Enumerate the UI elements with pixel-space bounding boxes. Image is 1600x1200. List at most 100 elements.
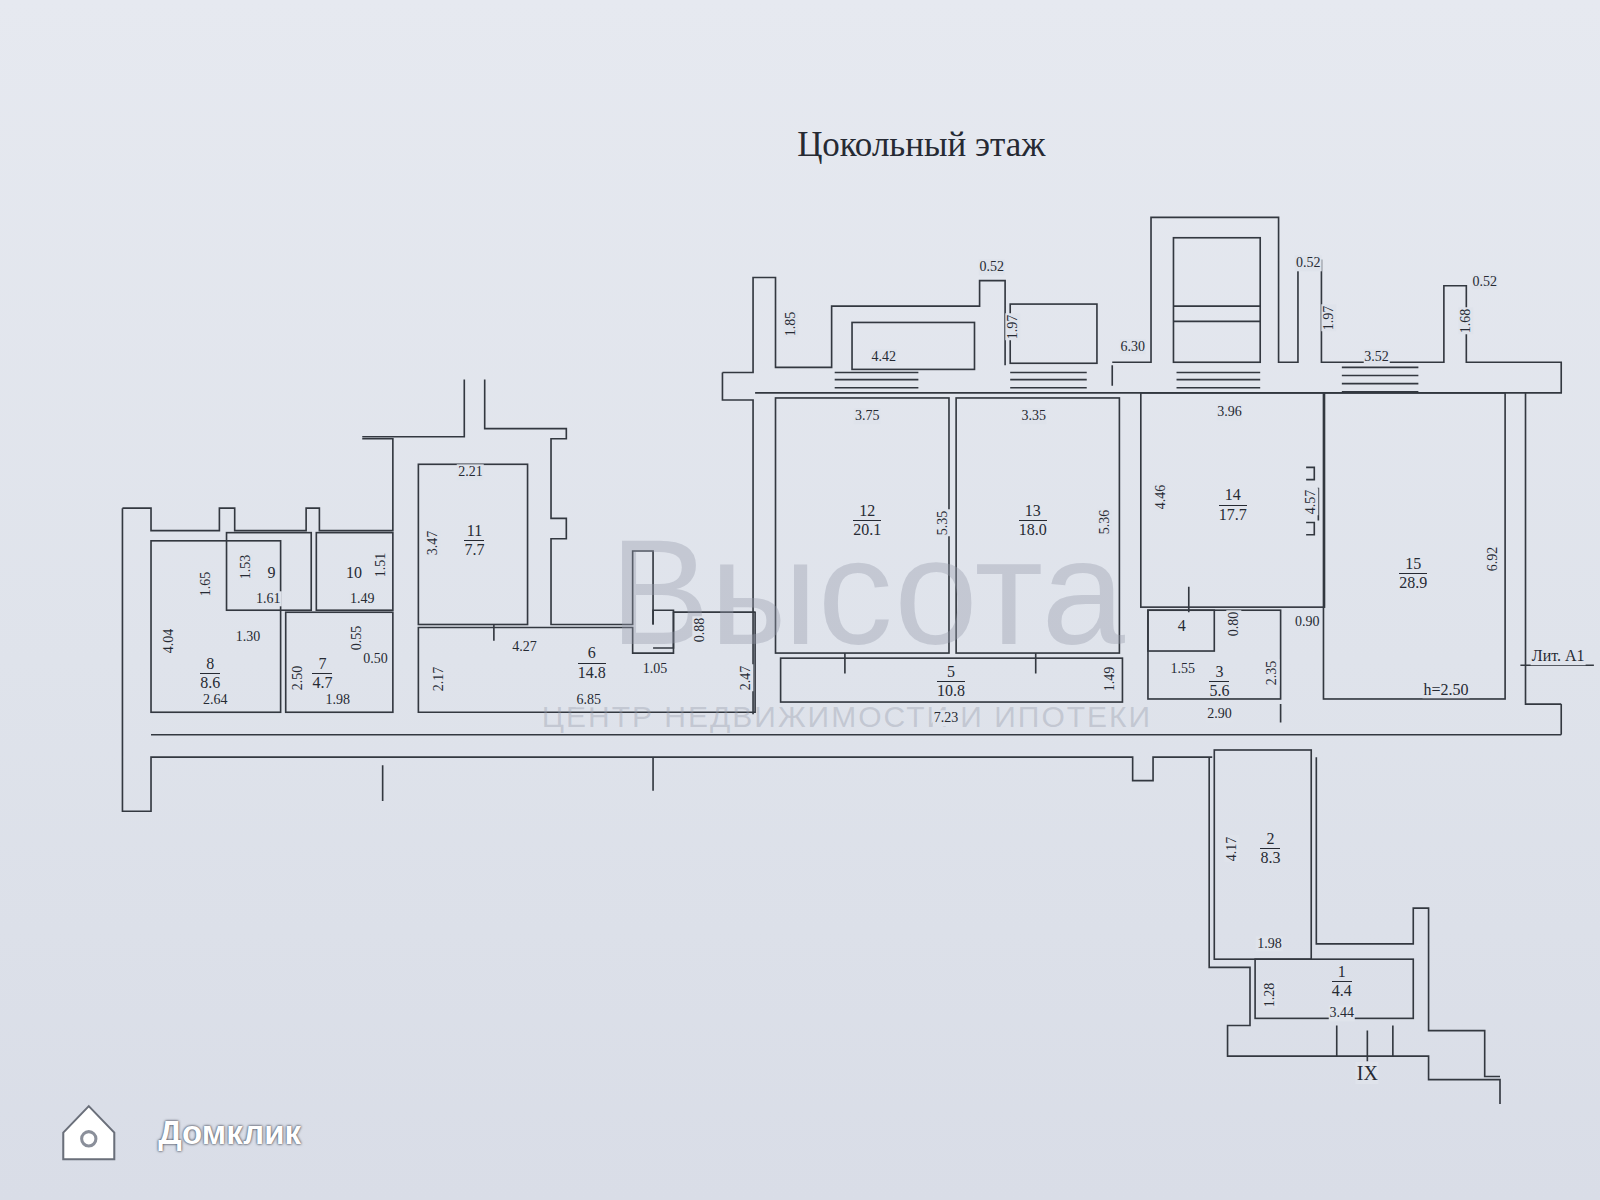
dimension: 3.35 — [1020, 409, 1047, 424]
room-label: 510.8 — [934, 662, 968, 702]
stair — [852, 322, 974, 369]
room-label: 1528.9 — [1396, 554, 1430, 594]
room-label: 1220.1 — [850, 501, 884, 541]
room-number: 8 — [200, 655, 220, 674]
dimension: 1.53 — [238, 554, 253, 581]
dimension: 1.28 — [1263, 982, 1278, 1009]
dimension: 0.55 — [349, 625, 364, 652]
room-area: 4.7 — [312, 674, 332, 692]
room-outline — [1141, 393, 1325, 607]
dimension: 1.97 — [1321, 305, 1336, 332]
room-number: 11 — [464, 522, 484, 541]
dimension: 2.50 — [290, 664, 305, 691]
dimension: 4.27 — [511, 639, 538, 654]
room-area: 20.1 — [853, 521, 881, 539]
dimension: 2.90 — [1206, 707, 1233, 722]
outer-wall — [362, 380, 653, 625]
plan-title: Цокольный этаж — [797, 125, 1045, 165]
dimension: 4.17 — [1224, 836, 1239, 863]
dimension: 5.36 — [1097, 509, 1112, 536]
room-number: 2 — [1260, 830, 1280, 849]
room-outline — [286, 612, 393, 712]
logo-icon — [63, 1106, 114, 1159]
room-outline — [1214, 750, 1311, 959]
room-area: 14.8 — [578, 664, 606, 682]
outer-wall — [122, 439, 1212, 811]
dimension: 0.88 — [692, 616, 707, 643]
room-label: 14.4 — [1329, 962, 1355, 1002]
room-number: 7 — [312, 655, 332, 674]
room-label: 35.6 — [1206, 662, 1232, 702]
room-number: 4 — [1178, 617, 1186, 635]
dimension: 1.97 — [1006, 313, 1021, 340]
dimension: 1.68 — [1459, 308, 1474, 335]
dimension: 1.98 — [1256, 936, 1283, 951]
dimension: 7.23 — [933, 711, 960, 726]
dimension: 0.50 — [362, 651, 389, 666]
dimension: 0.52 — [979, 260, 1006, 275]
dimension: 2.64 — [202, 692, 229, 707]
room-number: 9 — [267, 564, 275, 582]
room-area: 10.8 — [937, 682, 965, 700]
room-number: 10 — [346, 564, 362, 582]
dimension: 6.85 — [576, 692, 603, 707]
dimension: 0.52 — [1295, 256, 1322, 271]
room-label: 1318.0 — [1016, 501, 1050, 541]
dimension: 1.65 — [198, 570, 213, 597]
stair-steps — [1173, 306, 1260, 321]
room-outline — [151, 541, 281, 712]
stair — [1010, 304, 1097, 363]
room-label: 614.8 — [575, 643, 609, 683]
axis-mark: IX — [1356, 1062, 1379, 1084]
stair-steps — [835, 367, 1419, 391]
house-icon — [82, 1132, 96, 1146]
dimension: 3.96 — [1216, 405, 1243, 420]
room-label: 4 — [1175, 616, 1189, 636]
house-icon — [63, 1106, 114, 1159]
watermark: ЦЕНТР НЕДВИЖИМОСТИ И ИПОТЕКИ — [542, 700, 1152, 734]
dimension: 4.46 — [1154, 484, 1169, 511]
dimension: 1.98 — [325, 692, 352, 707]
room-outline — [418, 464, 527, 624]
dimension: 2.21 — [457, 465, 484, 480]
room-outline — [1148, 610, 1214, 651]
room-label: 28.3 — [1257, 829, 1283, 869]
room-area: 4.4 — [1332, 982, 1352, 1000]
room-label: 88.6 — [197, 654, 223, 694]
dimension: 4.57 — [1304, 489, 1319, 516]
room-label: 9 — [264, 563, 278, 583]
room-label: 117.7 — [461, 521, 487, 561]
room-number: 5 — [937, 663, 965, 682]
room-area: 28.9 — [1399, 574, 1427, 592]
dimension: 1.85 — [783, 311, 798, 338]
outer-wall — [1560, 704, 1562, 735]
dimension: 3.47 — [425, 530, 440, 557]
outer-wall — [1112, 217, 1561, 704]
room-outline — [316, 533, 393, 611]
dimension: 5.35 — [935, 510, 950, 537]
room-label: 10 — [343, 563, 365, 583]
outer-wall — [722, 278, 1112, 386]
room-number: 15 — [1399, 555, 1427, 574]
room-number: 14 — [1219, 486, 1247, 505]
dimension: 1.55 — [1169, 662, 1196, 677]
dimension: 1.61 — [255, 591, 282, 606]
dimension: 3.52 — [1363, 349, 1390, 364]
room-area: 8.6 — [200, 674, 220, 692]
dimension: 1.49 — [1103, 665, 1118, 692]
dimension: 4.04 — [162, 628, 177, 655]
room-number: 1 — [1332, 963, 1352, 982]
dimension: 6.92 — [1485, 546, 1500, 573]
dimension: 1.30 — [235, 629, 262, 644]
dimension: 2.35 — [1265, 660, 1280, 687]
dimension: 0.52 — [1471, 274, 1498, 289]
corridor-wall — [151, 734, 1561, 736]
room-number: 12 — [853, 502, 881, 521]
room-outline — [227, 533, 312, 611]
room-area: 5.6 — [1209, 682, 1229, 700]
room-area: 18.0 — [1019, 521, 1047, 539]
dimension: h=2.50 — [1422, 681, 1469, 699]
room-number: 6 — [578, 644, 606, 663]
wall-tick — [1337, 1026, 1393, 1062]
dimension: 2.47 — [738, 664, 753, 691]
